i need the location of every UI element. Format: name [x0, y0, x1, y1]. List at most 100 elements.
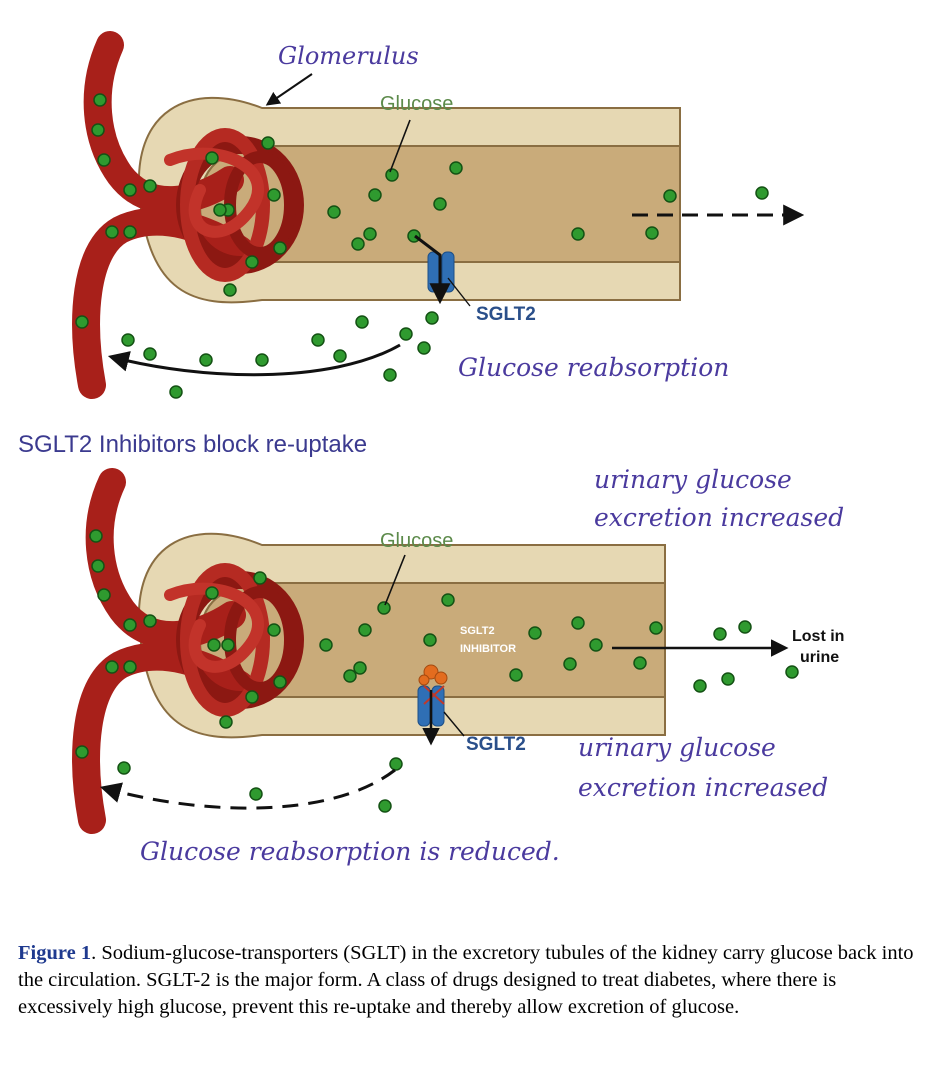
reduced-reabsorption-label: Glucose reabsorption is reduced.	[140, 837, 560, 866]
glucose-molecule	[663, 189, 677, 203]
inhibitor-label-line1: SGLT2	[460, 625, 495, 637]
glomerulus-label: Glomerulus	[278, 42, 419, 70]
urinary-excretion-label-1-line1: urinary glucose	[594, 465, 792, 494]
glucose-molecule	[389, 757, 403, 771]
glucose-molecule	[645, 226, 659, 240]
blood-vessel-top	[72, 31, 304, 399]
glucose-molecule	[563, 657, 577, 671]
glucose-pointer-bottom	[384, 554, 406, 606]
glucose-molecule	[509, 668, 523, 682]
glucose-label-top: Glucose	[380, 93, 453, 115]
top-panel: Glomerulus Glucose SGLT2 Glucose reabsor…	[72, 31, 805, 399]
glucose-molecule	[273, 675, 287, 689]
lost-in-urine-line2: urine	[800, 649, 839, 666]
glucose-molecule	[93, 93, 107, 107]
glucose-molecule	[589, 638, 603, 652]
glucose-molecule	[528, 626, 542, 640]
glucose-molecule	[261, 136, 275, 150]
glucose-molecule	[97, 588, 111, 602]
glucose-molecule	[207, 638, 221, 652]
inhibitor-label-line2: INHIBITOR	[460, 643, 516, 655]
urinary-excretion-label-2-line1: urinary glucose	[578, 733, 776, 762]
glucose-molecule	[245, 690, 259, 704]
glucose-molecule	[343, 669, 357, 683]
sglt2-pointer-top	[447, 277, 471, 307]
glucose-molecule	[123, 660, 137, 674]
glucose-molecule	[123, 618, 137, 632]
reduced-reabsorption-arrow	[99, 768, 396, 810]
urinary-excretion-label-2-line2: excretion increased	[578, 773, 828, 802]
glucose-molecule	[117, 761, 131, 775]
glucose-molecule	[143, 614, 157, 628]
glucose-molecule	[441, 593, 455, 607]
glucose-molecule	[105, 225, 119, 239]
glucose-molecule	[97, 153, 111, 167]
glucose-molecule	[363, 227, 377, 241]
glucose-molecule	[351, 237, 365, 251]
glucose-molecule	[383, 368, 397, 382]
glucose-molecule	[319, 638, 333, 652]
lost-in-urine-line1: Lost in	[792, 628, 844, 645]
glucose-molecule	[378, 799, 392, 813]
glucose-molecule	[693, 679, 707, 693]
glucose-molecule	[571, 227, 585, 241]
glucose-molecule	[91, 559, 105, 573]
glucose-molecule	[785, 665, 799, 679]
urinary-excretion-label-1-line2: excretion increased	[594, 503, 844, 532]
glucose-molecule	[255, 353, 269, 367]
glucose-molecule	[219, 715, 233, 729]
glucose-molecule	[333, 349, 347, 363]
glucose-label-bottom: Glucose	[380, 530, 453, 552]
glucose-molecule	[571, 616, 585, 630]
glucose-molecule	[353, 661, 367, 675]
glomerulus-pointer	[265, 73, 313, 106]
glucose-molecule	[267, 623, 281, 637]
glucose-molecule	[123, 225, 137, 239]
glucose-molecule	[633, 656, 647, 670]
glucose-molecule	[755, 186, 769, 200]
glucose-molecule	[199, 353, 213, 367]
glucose-molecule	[267, 188, 281, 202]
glucose-molecule	[75, 315, 89, 329]
glucose-molecule	[89, 529, 103, 543]
glucose-molecules-bottom	[75, 529, 799, 813]
reabsorption-label-top: Glucose reabsorption	[458, 353, 729, 382]
figure-caption: Figure 1. Sodium-glucose-transporters (S…	[18, 940, 918, 1021]
sglt2-pointer-bottom	[443, 711, 465, 737]
reabsorption-arrow-top	[107, 343, 401, 377]
blood-vessel-bottom	[72, 468, 304, 834]
glucose-molecule	[75, 745, 89, 759]
uptake-arrow-top	[414, 234, 451, 305]
glucose-molecule	[205, 586, 219, 600]
glucose-molecule	[425, 311, 439, 325]
glucose-molecule	[121, 333, 135, 347]
glucose-molecules-top	[75, 93, 769, 399]
sglt2-label-top: SGLT2	[476, 304, 536, 325]
bottom-panel: urinary glucose excretion increased Gluc…	[72, 465, 844, 866]
glucose-molecule	[368, 188, 382, 202]
glucose-molecule	[713, 627, 727, 641]
glucose-molecule	[738, 620, 752, 634]
glucose-molecule	[358, 623, 372, 637]
glucose-molecule	[205, 151, 219, 165]
glucose-molecule	[399, 327, 413, 341]
glucose-molecule	[245, 255, 259, 269]
glucose-molecule	[143, 179, 157, 193]
glucose-molecule	[377, 601, 391, 615]
glucose-molecule	[123, 183, 137, 197]
glucose-molecule	[169, 385, 183, 399]
glucose-molecule	[221, 638, 235, 652]
glucose-molecule	[423, 633, 437, 647]
glucose-molecule	[249, 787, 263, 801]
sglt2-label-bottom: SGLT2	[466, 734, 526, 755]
glucose-molecule	[721, 672, 735, 686]
glucose-molecule	[327, 205, 341, 219]
glucose-molecule	[311, 333, 325, 347]
glucose-molecule	[385, 168, 399, 182]
sglt2-inhibitor-molecule	[418, 664, 448, 705]
glucose-molecule	[105, 660, 119, 674]
glucose-molecule	[433, 197, 447, 211]
inhibitors-heading: SGLT2 Inhibitors block re-uptake	[18, 431, 367, 458]
glucose-molecule	[649, 621, 663, 635]
glucose-molecule	[223, 283, 237, 297]
